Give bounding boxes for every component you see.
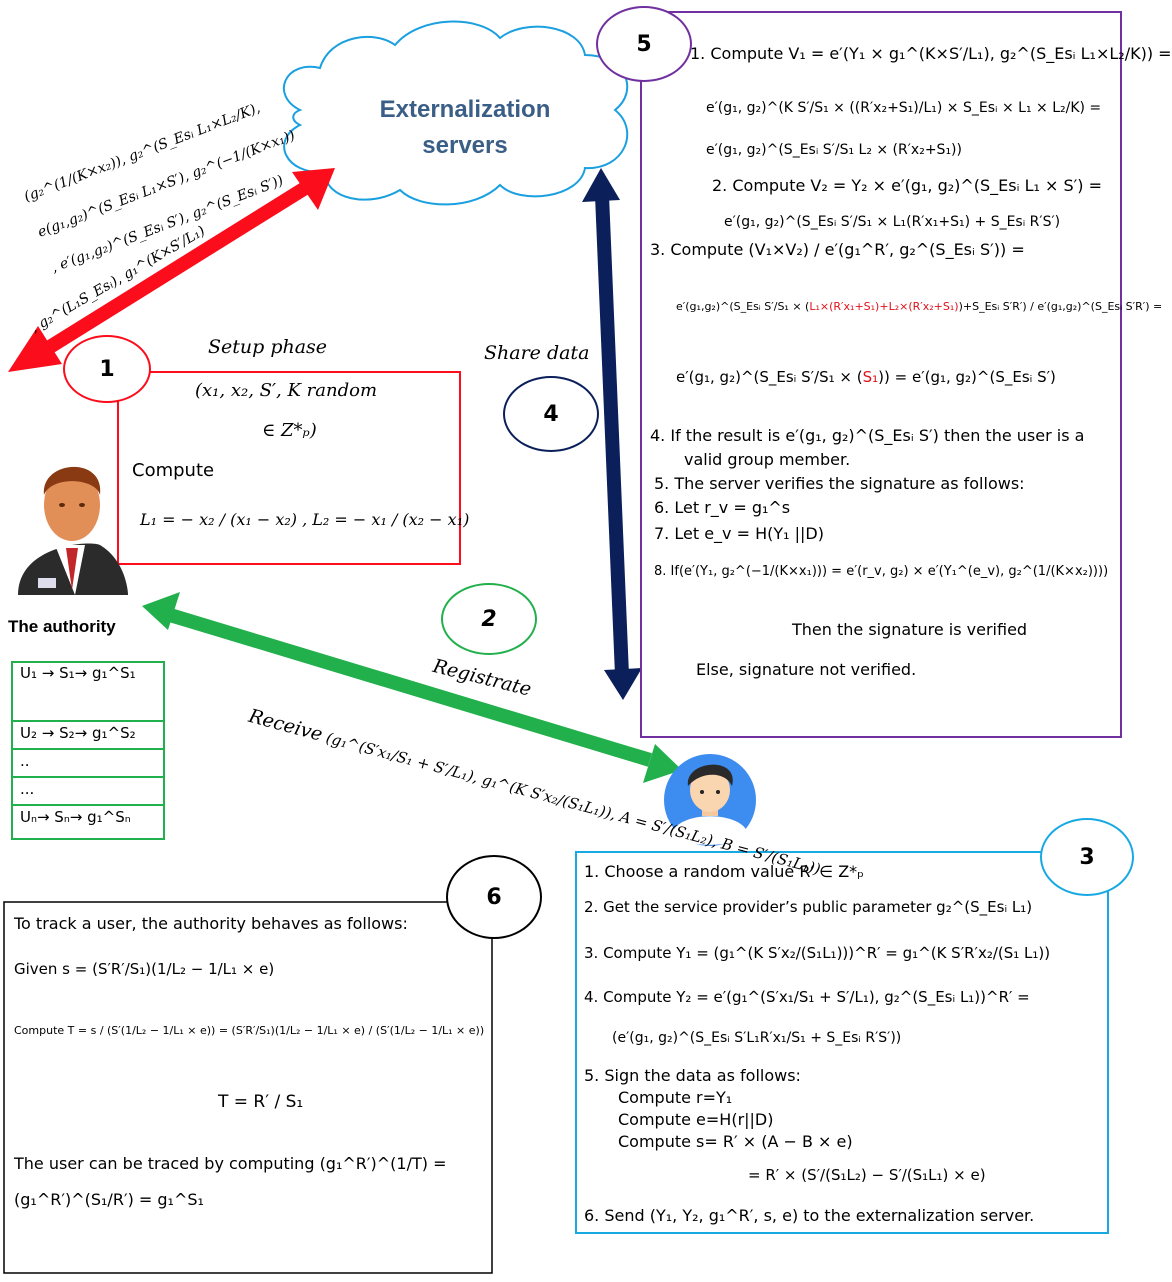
- verify-line-8a: e′(g₁, g₂)^(S_Esᵢ S′/S₁ × (: [676, 368, 863, 386]
- setup-compute-label: Compute: [132, 460, 215, 481]
- sign-line-1: 1. Choose a random value R′ ∈ Z*ₚ: [584, 862, 864, 881]
- table-row: U₁ → S₁→ g₁^S₁: [12, 662, 164, 722]
- registration-table: [11, 661, 165, 840]
- step-6-number: 6: [486, 884, 502, 910]
- verify-line-8: e′(g₁, g₂)^(S_Esᵢ S′/S₁ × (S₁)) = e′(g₁,…: [676, 368, 1056, 387]
- setup-box: [117, 371, 461, 565]
- step-3-circle: 3: [1040, 818, 1134, 896]
- verify-line-1: 1. Compute V₁ = e′(Y₁ × g₁^(K×S′/L₁), g₂…: [690, 44, 1172, 63]
- track-line-5: The user can be traced by computing (g₁^…: [14, 1154, 447, 1173]
- verify-line-3: e′(g₁, g₂)^(S_Esᵢ S′/S₁ L₂ × (R′x₂+S₁)): [706, 142, 962, 158]
- sign-line-3: 3. Compute Y₁ = (g₁^(K S′x₂/(S₁L₁)))^R′ …: [584, 944, 1051, 962]
- step-1-number: 1: [99, 356, 115, 382]
- track-line-2: Given s = (S′R′/S₁)(1/L₂ − 1/L₁ × e): [14, 960, 275, 978]
- track-line-1: To track a user, the authority behaves a…: [14, 914, 408, 933]
- cloud-label: Externalization servers: [360, 92, 570, 164]
- table-cell: U₂ → S₂→ g₁^S₂: [20, 724, 136, 742]
- sign-line-6: 5. Sign the data as follows:: [584, 1066, 801, 1085]
- verify-line-12: 6. Let r_v = g₁^s: [654, 498, 791, 517]
- table-cell: Uₙ→ Sₙ→ g₁^Sₙ: [20, 808, 131, 826]
- verify-line-8-highlight: S₁: [862, 368, 879, 386]
- table-cell: ..: [20, 752, 30, 770]
- cloud-line1: Externalization: [379, 96, 551, 123]
- user-avatar: [664, 754, 756, 846]
- table-row: ...: [12, 778, 164, 806]
- sign-line-2: 2. Get the service provider’s public par…: [584, 898, 1033, 916]
- sign-line-10: = R′ × (S′/(S₁L₂) − S′/(S₁L₁) × e): [748, 1166, 986, 1184]
- step-2-circle: 2: [441, 583, 537, 655]
- navy-double-arrow: [582, 168, 642, 700]
- step-1-circle: 1: [63, 335, 151, 403]
- green-double-arrow: [142, 592, 682, 783]
- red-double-arrow: [8, 168, 335, 372]
- sign-line-9: Compute s= R′ × (A − B × e): [618, 1132, 853, 1151]
- diagram-canvas: [3, 11, 1122, 1274]
- verify-line-15: Then the signature is verified: [792, 620, 1028, 639]
- track-line-3: Compute T = s / (S′(1/L₂ − 1/L₁ × e)) = …: [14, 1024, 485, 1037]
- verify-line-6: 3. Compute (V₁×V₂) / e′(g₁^R′, g₂^(S_Esᵢ…: [650, 240, 1025, 259]
- sign-line-7: Compute r=Y₁: [618, 1088, 733, 1107]
- sign-line-5: (e′(g₁, g₂)^(S_Esᵢ S′L₁R′x₁/S₁ + S_Esᵢ R…: [612, 1030, 902, 1046]
- verify-line-9: 4. If the result is e′(g₁, g₂)^(S_Esᵢ S′…: [650, 426, 1085, 445]
- setup-random-values: (x₁, x₂, S′, K random: [195, 380, 378, 401]
- verify-line-10: valid group member.: [684, 450, 851, 469]
- verify-line-8b: )) = e′(g₁, g₂)^(S_Esᵢ S′): [878, 368, 1056, 386]
- track-line-4: T = R′ / S₁: [218, 1092, 304, 1112]
- verify-line-16: Else, signature not verified.: [696, 660, 917, 679]
- table-cell: ...: [20, 780, 35, 798]
- sign-line-11: 6. Send (Y₁, Y₂, g₁^R′, s, e) to the ext…: [584, 1206, 1035, 1225]
- cloud-line2: servers: [422, 132, 508, 159]
- verify-line-7-highlight: L₁×(R′x₁+S₁)+L₂×(R′x₂+S₁): [809, 300, 959, 313]
- track-line-6: (g₁^R′)^(S₁/R′) = g₁^S₁: [14, 1190, 204, 1209]
- verify-line-13: 7. Let e_v = H(Y₁ ||D): [654, 524, 824, 543]
- verify-line-4: 2. Compute V₂ = Y₂ × e′(g₁, g₂)^(S_Esᵢ L…: [712, 176, 1102, 195]
- setup-l-formulas: L₁ = − x₂ / (x₁ − x₂) , L₂ = − x₁ / (x₂ …: [140, 510, 470, 529]
- verification-box: [640, 11, 1122, 738]
- table-row: ..: [12, 750, 164, 778]
- verify-line-7a: e′(g₁,g₂)^(S_Esᵢ S′/S₁ × (: [676, 300, 810, 313]
- authority-avatar: [18, 466, 128, 595]
- step-5-circle: 5: [596, 6, 692, 82]
- setup-random-domain: ∈ Z*ₚ): [262, 420, 317, 441]
- user-signing-box: [575, 851, 1109, 1234]
- setup-phase-label: Setup phase: [208, 336, 328, 358]
- verify-line-2: e′(g₁, g₂)^(K S′/S₁ × ((R′x₂+S₁)/L₁) × S…: [706, 100, 1102, 116]
- step-4-circle: 4: [503, 376, 599, 452]
- verify-line-7: e′(g₁,g₂)^(S_Esᵢ S′/S₁ × (L₁×(R′x₁+S₁)+L…: [676, 300, 1162, 314]
- sign-line-8: Compute e=H(r||D): [618, 1110, 774, 1129]
- step-3-number: 3: [1079, 844, 1095, 870]
- authority-label: The authority: [8, 617, 116, 636]
- sign-line-4: 4. Compute Y₂ = e′(g₁^(S′x₁/S₁ + S′/L₁),…: [584, 988, 1030, 1006]
- table-cell: U₁ → S₁→ g₁^S₁: [20, 664, 136, 682]
- verify-line-11: 5. The server verifies the signature as …: [654, 474, 1025, 493]
- table-row: Uₙ→ Sₙ→ g₁^Sₙ: [12, 806, 164, 839]
- step-6-circle: 6: [446, 855, 542, 939]
- step-2-number: 2: [481, 606, 497, 632]
- tracking-box: [3, 901, 493, 1274]
- verify-line-14: 8. If(e′(Y₁, g₂^(−1/(K×x₁))) = e′(r_v, g…: [654, 564, 1109, 579]
- verify-line-5: e′(g₁, g₂)^(S_Esᵢ S′/S₁ × L₁(R′x₁+S₁) + …: [724, 214, 1061, 230]
- verify-line-7b: )+S_Esᵢ S′R′) / e′(g₁,g₂)^(S_Esᵢ S′R′) =: [958, 300, 1163, 313]
- share-data-label: Share data: [484, 342, 590, 364]
- table-row: U₂ → S₂→ g₁^S₂: [12, 722, 164, 750]
- step-5-number: 5: [636, 31, 652, 57]
- step-4-number: 4: [543, 401, 559, 427]
